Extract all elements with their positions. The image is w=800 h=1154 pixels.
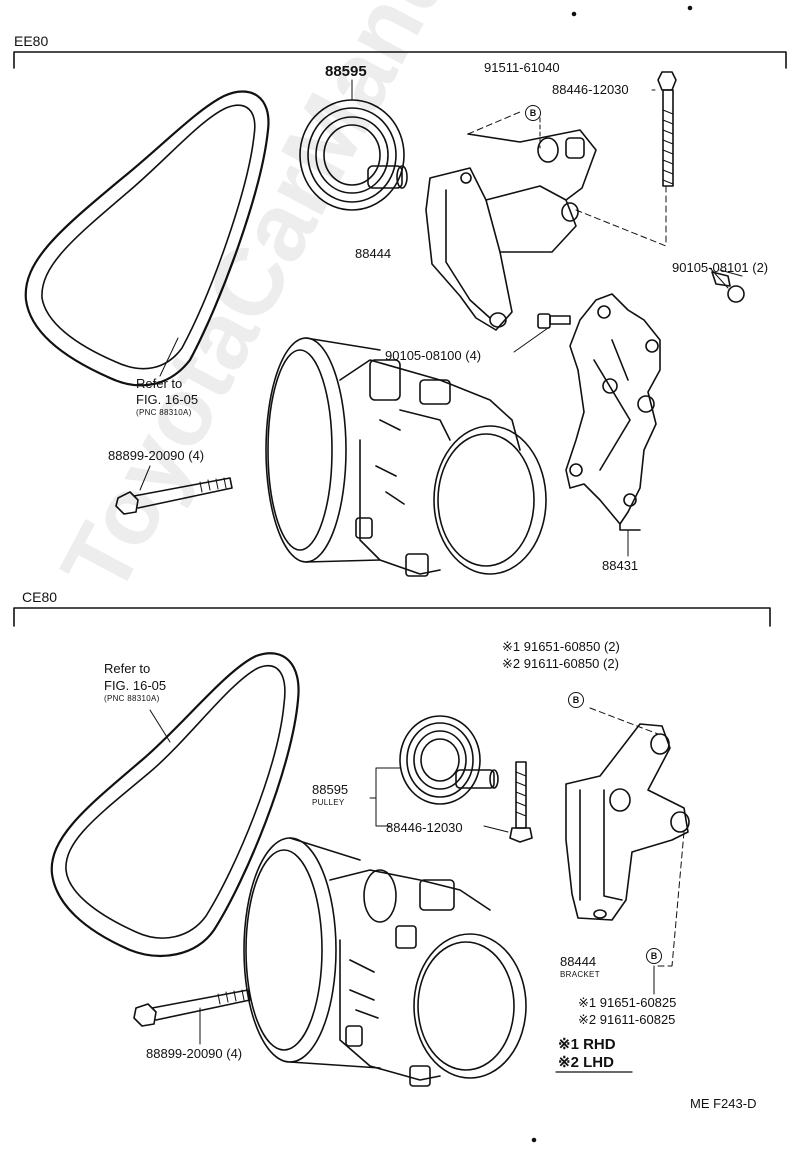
lower-section-bracket	[13, 607, 771, 627]
lower-pulley-name: PULLEY	[312, 798, 345, 807]
upper-plate-label: 88431	[602, 558, 639, 573]
lower-belt-leader	[149, 709, 171, 743]
figure-code: ME F243-D	[690, 1096, 757, 1111]
legend-rhd: ※1 RHD	[558, 1036, 616, 1053]
lower-bolt-top-label-2: ※2 91611-60850 (2)	[502, 656, 619, 671]
lower-refer-line1: Refer to	[104, 661, 151, 676]
lower-long-bolt-label: 88446-12030	[386, 820, 463, 835]
lower-bolt-leader	[483, 825, 509, 833]
upper-idler-pulley	[299, 99, 408, 211]
lower-bolt-bottom-label-1: ※1 91651-60825	[578, 995, 677, 1010]
upper-pulley-label: 88595	[325, 63, 367, 80]
upper-long-bolt	[657, 71, 677, 187]
lower-drive-belt	[50, 652, 300, 957]
upper-drive-belt	[24, 90, 270, 387]
lower-pulley-label-bracket	[369, 767, 401, 827]
lower-long-bolt	[509, 761, 533, 843]
upper-compressor-bolt-leader	[139, 465, 151, 491]
upper-mount-plate-88431	[565, 293, 661, 531]
upper-bracket-88444	[425, 129, 597, 331]
upper-compressor	[265, 337, 547, 577]
upper-long-bolt-label: 88446-12030	[552, 82, 629, 97]
upper-refer-line1: Refer to	[136, 376, 183, 391]
upper-mid-bolt-label: 90105-08100 (4)	[385, 348, 482, 363]
lower-b-marker-top-icon: B	[568, 692, 584, 708]
legend-lhd: ※2 LHD	[558, 1054, 614, 1071]
lower-pulley-label: 88595	[312, 782, 349, 797]
upper-side-bolt-leader	[719, 269, 743, 277]
upper-compressor-bolt	[115, 477, 233, 515]
upper-b-marker-icon: B	[525, 105, 541, 121]
lower-section-title: CE80	[22, 589, 58, 605]
upper-section-title: EE80	[14, 33, 49, 49]
lower-compressor-bolt-label: 88899-20090 (4)	[146, 1046, 243, 1061]
stray-dot-3	[531, 1137, 537, 1143]
stray-dot-2	[687, 5, 693, 11]
lower-dashed-guide-2	[657, 831, 685, 967]
lower-bracket-label: 88444	[560, 954, 597, 969]
lower-compressor	[243, 837, 527, 1087]
upper-refer-line3: (PNC 88310A)	[136, 408, 192, 417]
upper-small-bolt-leader	[513, 327, 549, 353]
lower-compressor-bolt	[133, 989, 251, 1027]
lower-refer-line3: (PNC 88310A)	[104, 694, 160, 703]
upper-side-bolt	[709, 267, 745, 303]
lower-bolt-bottom-label-2: ※2 91611-60825	[578, 1012, 676, 1027]
lower-bracket-88444	[565, 723, 690, 921]
upper-belt-leader	[159, 337, 179, 377]
upper-refer-line2: FIG. 16-05	[136, 392, 199, 407]
lower-bolt-top-label-1: ※1 91651-60850 (2)	[502, 639, 620, 654]
lower-bracket-name: BRACKET	[560, 970, 600, 979]
lower-idler-pulley	[399, 715, 499, 805]
lower-b-marker-bottom-icon: B	[646, 948, 662, 964]
upper-bracket-label: 88444	[355, 246, 392, 261]
stray-dot-1	[571, 11, 577, 17]
upper-section-bracket	[13, 51, 787, 69]
upper-bolt-top-label: 91511-61040	[484, 60, 560, 75]
upper-side-bolt-label: 90105-08101 (2)	[672, 260, 769, 275]
upper-compressor-bolt-label: 88899-20090 (4)	[108, 448, 205, 463]
upper-small-bolt	[537, 313, 571, 329]
lower-refer-line2: FIG. 16-05	[104, 678, 167, 693]
lower-dashed-guide-1	[589, 707, 659, 735]
upper-dashed-guide-1	[467, 111, 667, 247]
